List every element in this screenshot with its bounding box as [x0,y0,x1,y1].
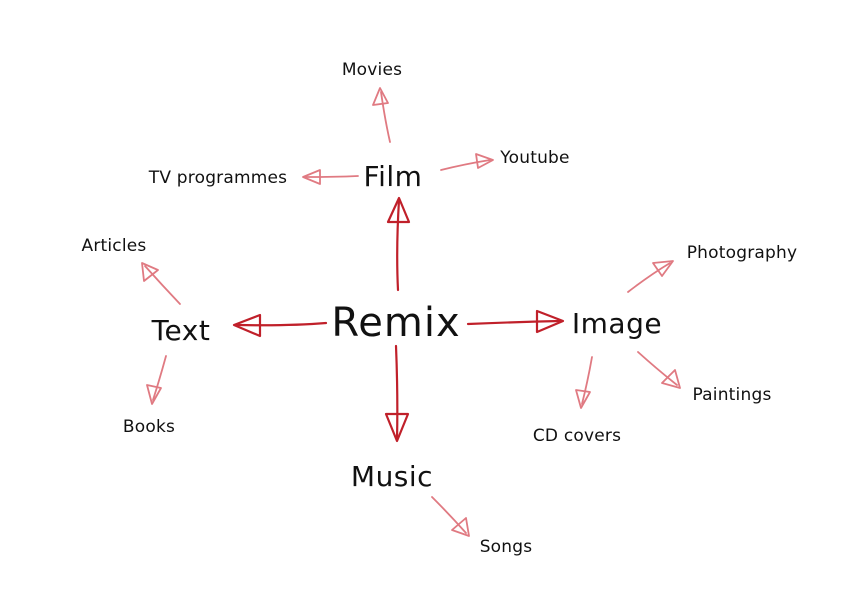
leaf-movies: Movies [342,60,402,80]
arrow-remix-to-film [386,196,411,292]
leaf-books: Books [123,417,175,437]
leaf-arrows [141,87,681,537]
arrow-text-to-books [146,355,167,405]
leaf-songs: Songs [480,537,533,557]
arrow-music-to-songs [431,496,470,537]
center-node-remix: Remix [331,300,460,346]
node-music: Music [351,460,433,493]
leaf-tv-programmes: TV programmes [148,168,287,188]
arrow-image-to-paintings [637,351,681,389]
arrow-remix-to-music [384,344,410,443]
node-text: Text [151,314,211,347]
arrow-image-to-cd-covers [575,356,593,409]
arrow-film-to-tv [302,169,359,185]
arrow-remix-to-image [466,309,565,334]
node-film: Film [364,160,423,193]
node-image: Image [572,307,662,340]
arrow-text-to-articles [141,262,181,305]
arrow-film-to-youtube [440,153,494,171]
arrow-image-to-photography [627,260,674,293]
leaf-youtube: Youtube [499,148,569,168]
leaf-cd-covers: CD covers [533,426,621,446]
arrow-film-to-movies [372,87,391,143]
main-arrows [232,196,565,443]
leaf-photography: Photography [687,243,798,263]
leaf-paintings: Paintings [692,385,771,405]
leaf-articles: Articles [82,236,147,256]
arrow-remix-to-text [232,313,328,338]
